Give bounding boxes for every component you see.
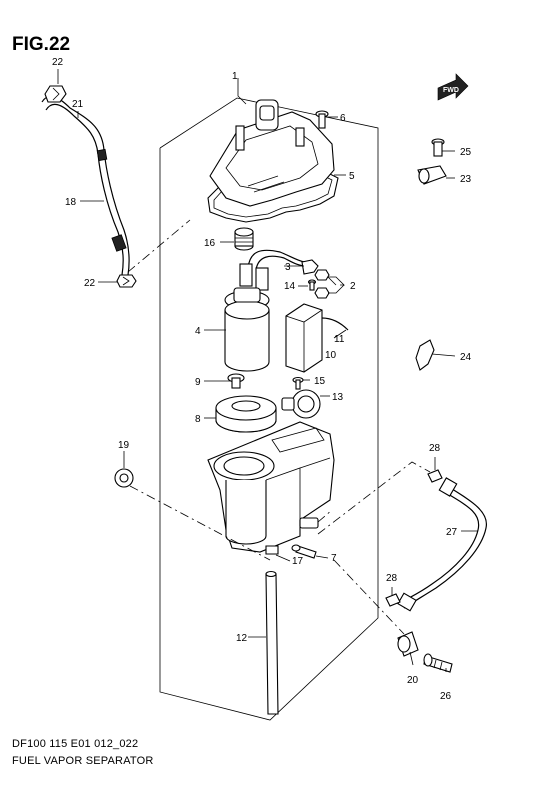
small-screw [307, 279, 317, 291]
pump-wire-harness [247, 249, 305, 269]
mount-grommet [114, 468, 134, 488]
assembly-line-4 [333, 559, 405, 635]
callout-16: 16 [204, 238, 216, 249]
callout-17: 17 [292, 556, 304, 567]
harness-wire [321, 317, 349, 331]
callout-7: 7 [331, 553, 337, 564]
assembly-line-2 [129, 485, 271, 561]
hose-clip-top [44, 85, 67, 103]
callout-28-lower: 28 [386, 573, 398, 584]
callout-6: 6 [340, 113, 346, 124]
hose-clip-upper [427, 469, 443, 483]
callout-12: 12 [236, 633, 248, 644]
pressure-regulator [281, 389, 321, 419]
callout-13: 13 [332, 392, 344, 403]
callout-4: 4 [195, 326, 201, 337]
callout-20: 20 [407, 675, 419, 686]
callout-10: 10 [325, 350, 337, 361]
retaining-clip [415, 339, 435, 371]
fuel-pump [224, 263, 270, 372]
fwd-label: FWD [443, 87, 459, 94]
callout-1: 1 [232, 71, 238, 82]
callout-15: 15 [314, 376, 326, 387]
terminal-clip [301, 259, 319, 275]
callout-18: 18 [65, 197, 77, 208]
callout-14: 14 [284, 281, 296, 292]
callout-8: 8 [195, 414, 201, 425]
clamp-bolt [431, 138, 445, 157]
figure-name: FUEL VAPOR SEPARATOR [12, 755, 154, 767]
vent-hose-assembly [41, 95, 130, 276]
hose-clamp-bracket [417, 165, 447, 185]
callout-24: 24 [460, 352, 472, 363]
callout-3: 3 [285, 262, 291, 273]
figure-code: DF100 115 E01 012_022 [12, 738, 139, 750]
grommet [234, 227, 254, 251]
leader-lines [57, 69, 478, 672]
separator-cover [209, 99, 335, 207]
drain-bolt [291, 544, 317, 559]
assembly-line-1 [127, 219, 191, 273]
mount-bolt [423, 653, 453, 673]
hose-clip-lower [385, 593, 401, 607]
return-hose [397, 477, 487, 612]
drain-plug [265, 545, 279, 555]
callout-22-top: 22 [52, 57, 64, 68]
assembly-line-3 [317, 461, 431, 535]
hose-clip-bottom [116, 274, 137, 288]
figure-title: FIG.22 [12, 34, 71, 55]
fwd-arrow-icon: FWD [437, 73, 469, 101]
separator-body [207, 421, 335, 553]
callout-22-bottom: 22 [84, 278, 96, 289]
pump-holder [215, 395, 277, 433]
terminal-nuts [314, 269, 330, 299]
callout-21: 21 [72, 99, 84, 110]
callout-26: 26 [440, 691, 452, 702]
harness-cover [285, 303, 323, 373]
mount-bushing [397, 631, 419, 657]
callout-2: 2 [350, 281, 356, 292]
regulator-screw [292, 376, 304, 390]
callout-labels: 1 2 3 4 5 6 7 8 9 10 11 12 13 14 15 16 1… [52, 57, 472, 702]
callout-27: 27 [446, 527, 458, 538]
callout-23: 23 [460, 174, 472, 185]
drain-hose [265, 570, 279, 715]
assembly-boundary [159, 97, 379, 721]
callout-25: 25 [460, 147, 472, 158]
pump-filter-bolt [227, 373, 245, 389]
callout-9: 9 [195, 377, 201, 388]
callout-5: 5 [349, 171, 355, 182]
callout-11: 11 [334, 334, 345, 345]
callout-19: 19 [118, 440, 130, 451]
cover-screw [315, 110, 329, 129]
callout-28-upper: 28 [429, 443, 441, 454]
